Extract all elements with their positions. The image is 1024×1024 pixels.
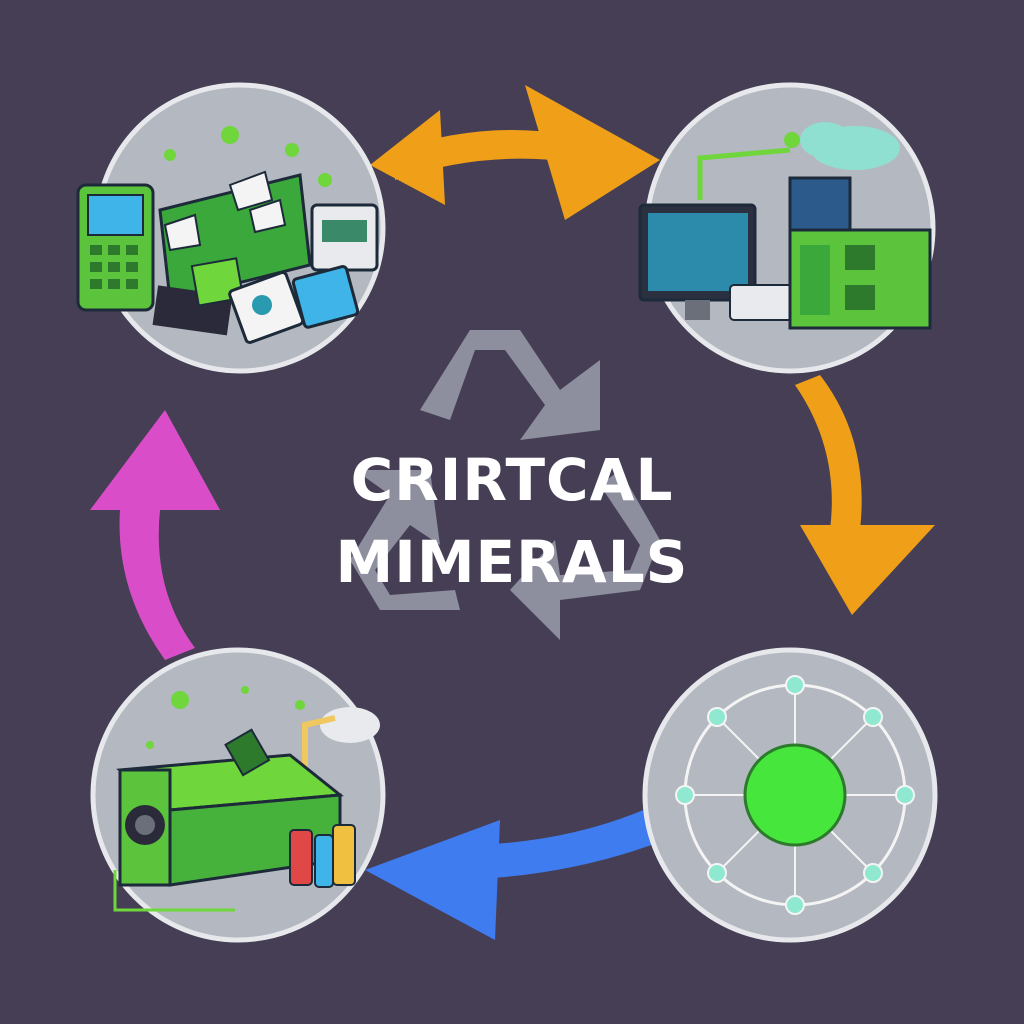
title-line-1: CRIRTCAL	[351, 446, 674, 514]
arrow-right	[795, 375, 935, 615]
electronic-waste-bin-icon	[76, 126, 379, 344]
arrow-bottom	[365, 805, 665, 940]
arrow-top	[370, 85, 660, 220]
node-recycling-machine	[90, 647, 386, 943]
network-molecule-icon	[675, 675, 915, 915]
node-mineral-extraction	[642, 647, 938, 943]
battery-recycling-machine-icon	[113, 686, 380, 912]
node-e-waste	[76, 82, 386, 374]
computer-factory-icon	[638, 122, 932, 330]
arrow-left	[90, 410, 220, 660]
title-line-2: MIMERALS	[336, 528, 689, 596]
node-processing-facility	[638, 82, 936, 374]
recycle-icon	[350, 330, 660, 640]
